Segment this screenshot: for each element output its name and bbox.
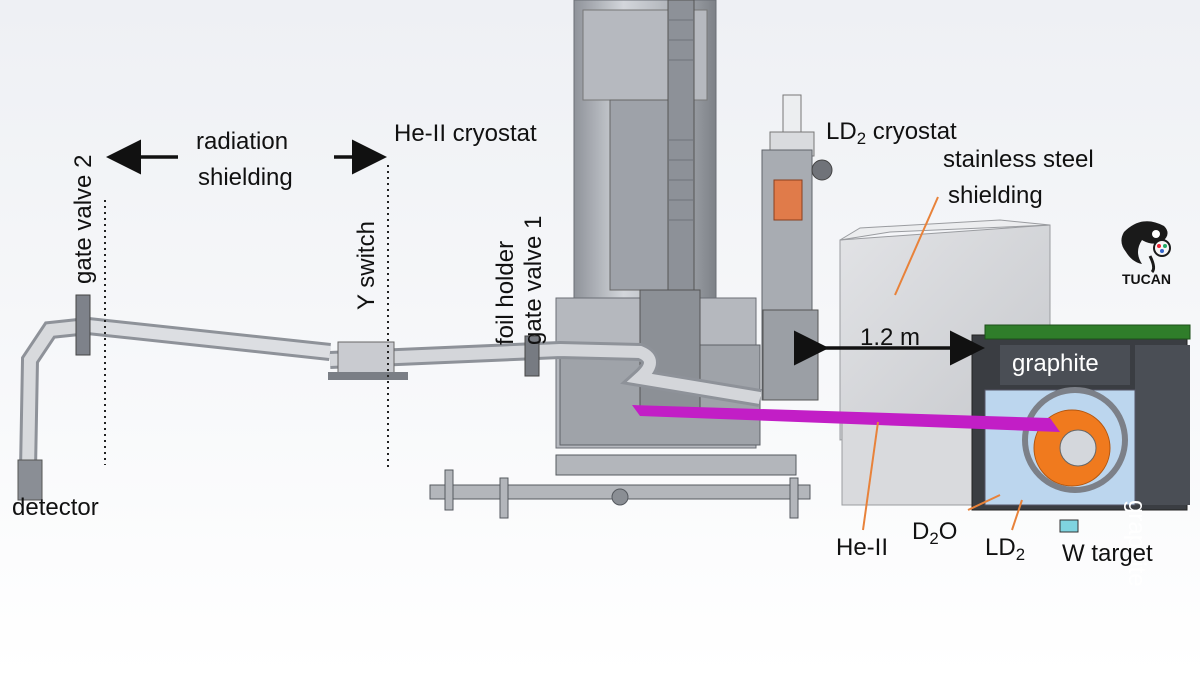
radiation-label: radiation — [196, 128, 289, 155]
leader-lines — [862, 196, 1023, 531]
guide-tube — [17, 294, 762, 501]
tucan-logo-text: TUCAN — [1122, 271, 1171, 287]
tucan-logo: TUCAN — [1112, 212, 1192, 292]
support-frame — [429, 454, 811, 519]
y-switch-label: Y switch — [353, 221, 380, 310]
stainless-steel-label: stainless steel — [943, 146, 1094, 173]
moderator-assembly — [971, 324, 1191, 533]
ld2-cryostat-label: LD2 cryostat — [826, 118, 957, 149]
toucan-icon — [1121, 221, 1171, 274]
stainless-steel-shielding-label: shielding — [948, 182, 1043, 209]
shielding-label: shielding — [198, 164, 293, 191]
detector-label: detector — [12, 494, 99, 521]
heii-label: He-II — [836, 534, 889, 561]
distance-label: 1.2 m — [860, 324, 921, 351]
ld2-label: LD2 — [985, 534, 1026, 565]
w-target-label: W target — [1062, 540, 1153, 567]
heii-cryostat-label: He-II cryostat — [394, 120, 537, 147]
gate-valve-1-label: gate valve 1 — [520, 215, 547, 345]
graphite-top-label: graphite — [1012, 350, 1099, 377]
d2o-label: D2O — [912, 518, 958, 549]
heii-channel — [632, 405, 1060, 432]
ld2-cryostat — [761, 94, 833, 401]
gate-valve-2-label: gate valve 2 — [70, 154, 97, 284]
foil-holder-label: foil holder — [492, 240, 519, 345]
